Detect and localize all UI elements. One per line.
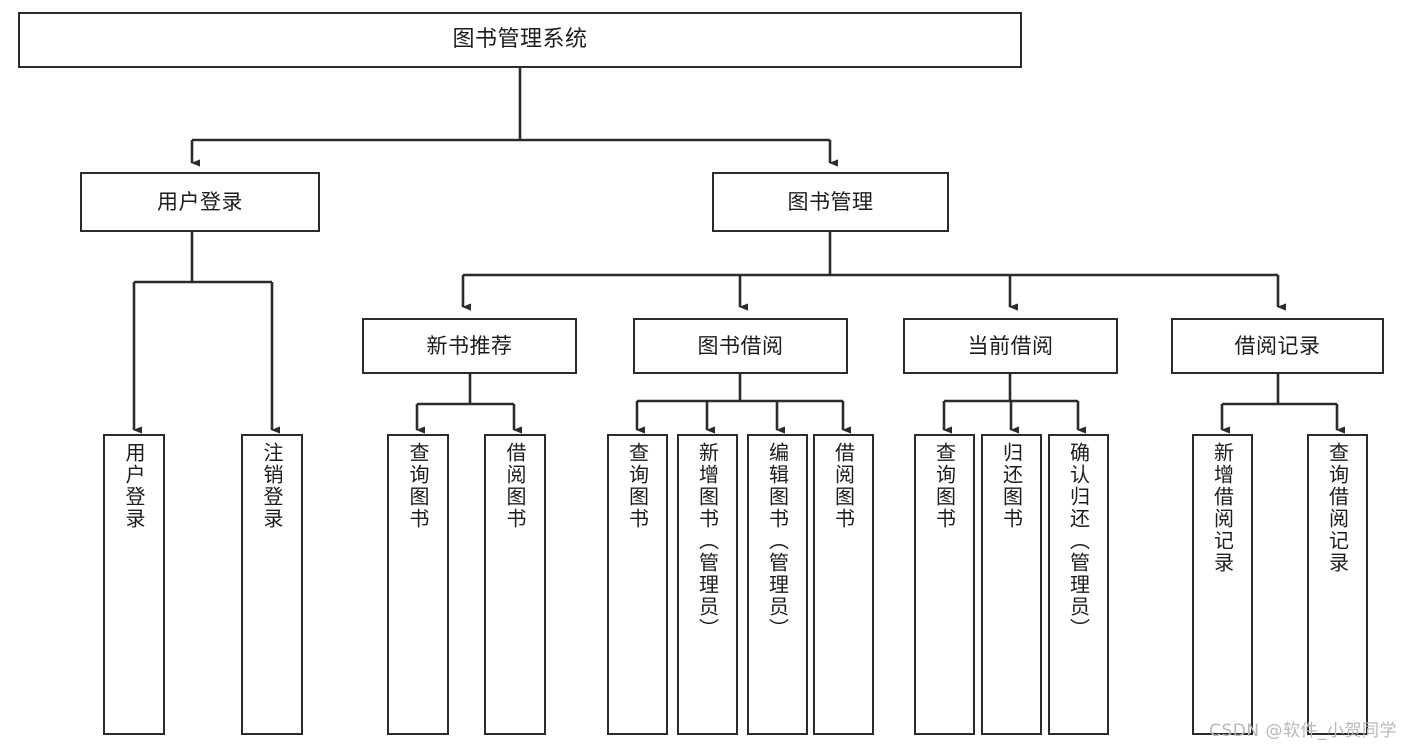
node-label: 图书管理系统: [452, 27, 588, 53]
node-leaf-return-book[interactable]: 归还图书: [981, 434, 1042, 735]
node-leaf-edit-book-admin[interactable]: 编辑图书（管理员）: [747, 434, 808, 735]
node-label: 借阅记录: [1234, 333, 1321, 358]
node-label: 借阅图书: [831, 442, 856, 530]
node-leaf-query-book-recommend[interactable]: 查询图书: [387, 434, 449, 735]
node-label: 用户登录: [157, 189, 243, 214]
node-label: 新书推荐: [426, 333, 513, 358]
node-label: 查询图书: [932, 442, 957, 530]
node-leaf-add-borrow-record[interactable]: 新增借阅记录: [1192, 434, 1253, 735]
node-leaf-logout[interactable]: 注销登录: [241, 434, 303, 735]
node-leaf-confirm-return-admin[interactable]: 确认归还（管理员）: [1048, 434, 1109, 735]
node-leaf-query-book-current[interactable]: 查询图书: [914, 434, 975, 735]
node-label: 当前借阅: [967, 333, 1054, 358]
node-label: 归还图书: [999, 442, 1024, 530]
node-label: 图书借阅: [697, 333, 784, 358]
node-leaf-query-borrow-record[interactable]: 查询借阅记录: [1307, 434, 1368, 735]
node-label: 查询借阅记录: [1325, 442, 1350, 574]
node-new-book-recommend[interactable]: 新书推荐: [362, 318, 577, 374]
node-label: 用户登录: [122, 442, 146, 530]
node-borrow-record[interactable]: 借阅记录: [1171, 318, 1384, 374]
node-label: 图书管理: [787, 189, 874, 214]
node-current-borrow[interactable]: 当前借阅: [903, 318, 1118, 374]
node-label: 查询图书: [406, 442, 430, 530]
node-leaf-query-book-borrow[interactable]: 查询图书: [607, 434, 668, 735]
node-root-system[interactable]: 图书管理系统: [18, 12, 1022, 68]
node-leaf-user-login[interactable]: 用户登录: [103, 434, 165, 735]
node-label: 新增图书（管理员）: [695, 442, 720, 640]
node-label: 注销登录: [260, 442, 284, 530]
node-label: 借阅图书: [503, 442, 527, 530]
node-leaf-add-book-admin[interactable]: 新增图书（管理员）: [677, 434, 738, 735]
node-book-borrow[interactable]: 图书借阅: [633, 318, 848, 374]
node-label: 新增借阅记录: [1210, 442, 1235, 574]
node-label: 确认归还（管理员）: [1066, 442, 1091, 640]
node-book-manage[interactable]: 图书管理: [712, 172, 949, 232]
node-leaf-borrow-book-recommend[interactable]: 借阅图书: [484, 434, 546, 735]
watermark-text: CSDN @软件_小贺同学: [1209, 721, 1397, 741]
node-leaf-borrow-book[interactable]: 借阅图书: [813, 434, 874, 735]
node-label: 查询图书: [625, 442, 650, 530]
node-user-login[interactable]: 用户登录: [80, 172, 320, 232]
node-label: 编辑图书（管理员）: [765, 442, 790, 640]
